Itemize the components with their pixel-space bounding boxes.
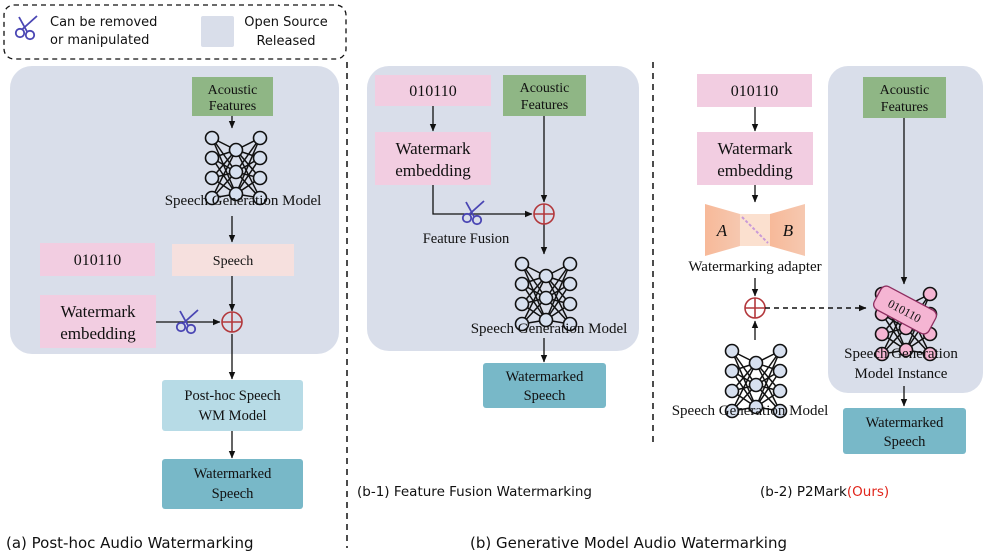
panel-b1-model-label: Speech Generation Model xyxy=(471,321,628,337)
panel-a-speech-box xyxy=(172,244,294,276)
neural-network-icon xyxy=(514,256,578,332)
panel-a-output-text-1: Watermarked xyxy=(194,466,272,482)
panel-b1-wm-embed-text-1: Watermark xyxy=(395,139,471,158)
plus-circle-icon xyxy=(221,311,243,333)
panel-b1-bits-box xyxy=(375,75,491,106)
plus-circle-icon xyxy=(744,297,766,319)
panel-b2-bits-text: 010110 xyxy=(731,83,778,100)
panel-b1-acoustic-text-1: Acoustic xyxy=(520,81,570,96)
panel-b2-caption: (b-2) P2Mark(Ours) xyxy=(760,484,889,500)
plus-circle-icon xyxy=(533,203,555,225)
watermarking-adapter: A B xyxy=(705,204,805,256)
panel-b1: 010110 Acoustic Features Watermark embed… xyxy=(357,66,639,500)
panel-b-caption: (b) Generative Model Audio Watermarking xyxy=(470,534,787,552)
legend: Can be removed or manipulated Open Sourc… xyxy=(3,4,347,60)
panel-b2-output-box xyxy=(843,408,966,454)
panel-a-posthoc-text-1: Post-hoc Speech xyxy=(184,388,281,404)
panel-b1-output-box xyxy=(483,363,606,408)
panel-b2-wm-embed-text-2: embedding xyxy=(717,161,793,180)
scissors-icon xyxy=(14,15,38,41)
panel-b2-instance-text-1: Speech Generation xyxy=(844,346,958,362)
panel-b2-bits-box xyxy=(697,74,812,107)
panel-b2-model-label: Speech Generation Model xyxy=(672,403,829,419)
panel-a-wm-embed-text-2: embedding xyxy=(60,324,136,343)
legend-open-source-swatch xyxy=(201,16,234,47)
panel-a-output-box xyxy=(162,459,303,509)
panel-b2-output-text-1: Watermarked xyxy=(866,415,944,431)
panel-b1-fusion-label: Feature Fusion xyxy=(423,231,510,247)
panel-b2-caption-main: (b-2) P2Mark xyxy=(760,484,847,500)
panel-a-wm-embed-box xyxy=(40,295,156,348)
panel-b1-wm-embed-box xyxy=(375,132,491,185)
panel-a-acoustic-box xyxy=(192,77,273,116)
panel-a-model-label: Speech Generation Model xyxy=(165,193,322,209)
neural-network-icon xyxy=(724,343,788,419)
panel-b2-adapter-label: Watermarking adapter xyxy=(688,259,821,275)
panel-a-wm-embed-text-1: Watermark xyxy=(60,302,136,321)
panel-a-bits-box xyxy=(40,243,155,276)
panel-a-output-text-2: Speech xyxy=(212,486,255,502)
panel-b2-adapter-a: A xyxy=(716,221,728,240)
panel-b2-acoustic-text-1: Acoustic xyxy=(880,83,930,98)
scissors-icon xyxy=(461,200,485,226)
panel-b2-wm-embed-text-1: Watermark xyxy=(717,139,793,158)
legend-scissors-label-1: Can be removed xyxy=(50,15,157,30)
panel-b2-output-text-2: Speech xyxy=(884,434,927,450)
panel-b1-bits-text: 010110 xyxy=(409,83,456,100)
legend-open-label-1: Open Source xyxy=(244,15,328,30)
panel-a-acoustic-text-2: Features xyxy=(209,99,256,114)
panel-b2-wm-embed-box xyxy=(697,132,813,185)
panel-b2-acoustic-text-2: Features xyxy=(881,100,928,115)
panel-a-acoustic-text-1: Acoustic xyxy=(208,83,258,98)
panel-b1-caption: (b-1) Feature Fusion Watermarking xyxy=(357,484,592,500)
panel-a-posthoc-text-2: WM Model xyxy=(198,408,266,424)
panel-b2-caption-ours: (Ours) xyxy=(847,484,889,500)
neural-network-icon xyxy=(204,130,268,206)
panel-a: Acoustic Features Speech Generation Mode… xyxy=(6,66,339,552)
panel-b1-acoustic-box xyxy=(503,75,586,116)
panel-a-speech-text: Speech xyxy=(213,254,253,269)
panel-b2-open-source-region xyxy=(828,66,983,393)
panel-b1-acoustic-text-2: Features xyxy=(521,98,568,113)
legend-scissors-label-2: or manipulated xyxy=(50,33,149,48)
panel-b1-output-text-1: Watermarked xyxy=(506,369,584,385)
scissors-icon xyxy=(175,309,199,335)
panel-b2: 010110 Watermark embedding A B Watermark… xyxy=(672,66,983,500)
panel-b2-adapter-b: B xyxy=(783,221,794,240)
panel-b2-acoustic-box xyxy=(863,77,946,118)
panel-a-posthoc-box xyxy=(162,380,303,431)
panel-b1-wm-embed-text-2: embedding xyxy=(395,161,471,180)
panel-a-caption: (a) Post-hoc Audio Watermarking xyxy=(6,534,254,552)
panel-b2-instance-text-2: Model Instance xyxy=(855,366,948,382)
panel-a-bits-text: 010110 xyxy=(74,252,121,269)
legend-open-label-2: Released xyxy=(256,34,315,49)
panel-b1-output-text-2: Speech xyxy=(524,388,567,404)
